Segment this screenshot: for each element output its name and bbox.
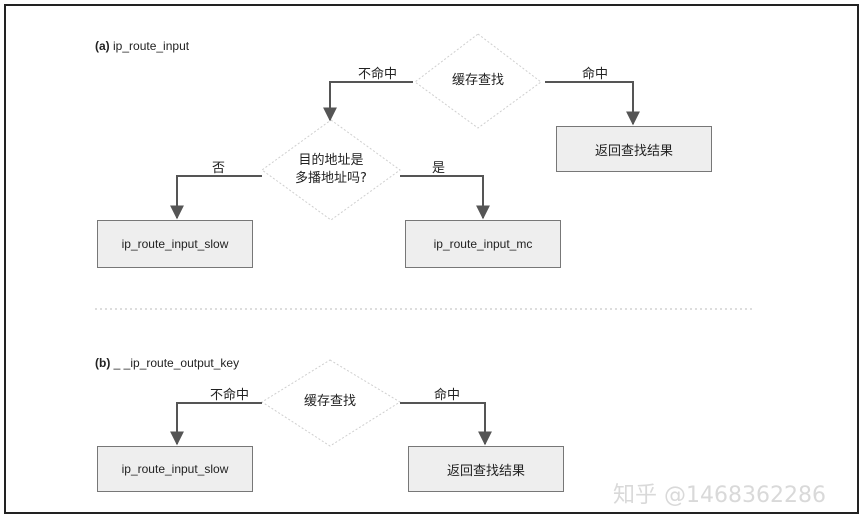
miss-label-b: 不命中 — [210, 388, 250, 403]
panel-b-tag: (b) — [95, 356, 111, 370]
mc-box: ip_route_input_mc — [405, 220, 561, 268]
miss-label-a: 不命中 — [358, 67, 398, 82]
multicast-question-line2: 多播地址吗? — [295, 171, 367, 186]
arrow-b-hit — [400, 402, 492, 446]
watermark: 知乎 @1468362286 — [613, 483, 826, 508]
cache-lookup-text-b: 缓存查找 — [303, 394, 356, 409]
arrow-a-no — [170, 175, 262, 220]
hit-label-a: 命中 — [582, 67, 609, 82]
multicast-question-text: 目的地址是 多播地址吗? — [272, 152, 390, 188]
arrow-a-hit — [545, 81, 640, 126]
arrow-b-miss — [170, 402, 262, 446]
arrow-a-miss — [323, 81, 413, 122]
panel-a-tag: (a) — [95, 39, 110, 53]
arrow-a-yes — [400, 175, 490, 220]
return-result-box-a: 返回查找结果 — [556, 126, 712, 172]
return-result-box-b: 返回查找结果 — [408, 446, 564, 492]
slow-box-a: ip_route_input_slow — [97, 220, 253, 268]
yes-label: 是 — [432, 161, 446, 176]
panel-b-label: (b) _ _ip_route_output_key — [95, 356, 239, 370]
hit-label-b: 命中 — [434, 388, 461, 403]
cache-lookup-diamond-b — [261, 359, 401, 447]
no-label: 否 — [212, 161, 226, 176]
panel-a-title: ip_route_input — [113, 39, 190, 53]
panel-a-label: (a) ip_route_input — [95, 39, 189, 53]
cache-lookup-diamond-a — [414, 33, 542, 129]
cache-lookup-text-a: 缓存查找 — [451, 73, 504, 88]
panel-b-title: _ _ip_route_output_key — [113, 356, 240, 370]
multicast-question-line1: 目的地址是 — [298, 153, 364, 168]
slow-box-b: ip_route_input_slow — [97, 446, 253, 492]
multicast-decision-diamond — [261, 119, 401, 221]
